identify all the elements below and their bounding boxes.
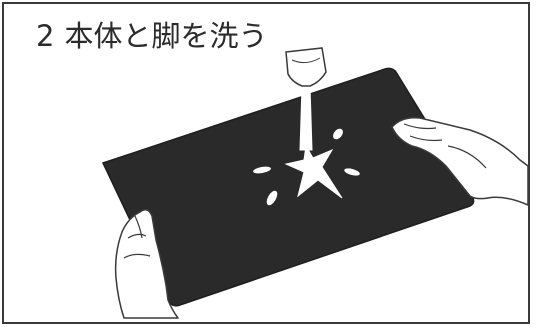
dark-plate <box>101 67 475 307</box>
step-text: 本体と脚を洗う <box>64 19 268 53</box>
water-droplet <box>253 166 271 174</box>
step-number: 2 <box>36 19 55 53</box>
water-stream <box>299 85 313 151</box>
water-droplet <box>266 190 278 206</box>
step-heading: 2 本体と脚を洗う <box>36 20 267 52</box>
water-droplet <box>333 128 343 140</box>
faucet-icon <box>285 47 327 87</box>
water-droplet <box>344 168 360 176</box>
water-splash <box>284 144 343 199</box>
